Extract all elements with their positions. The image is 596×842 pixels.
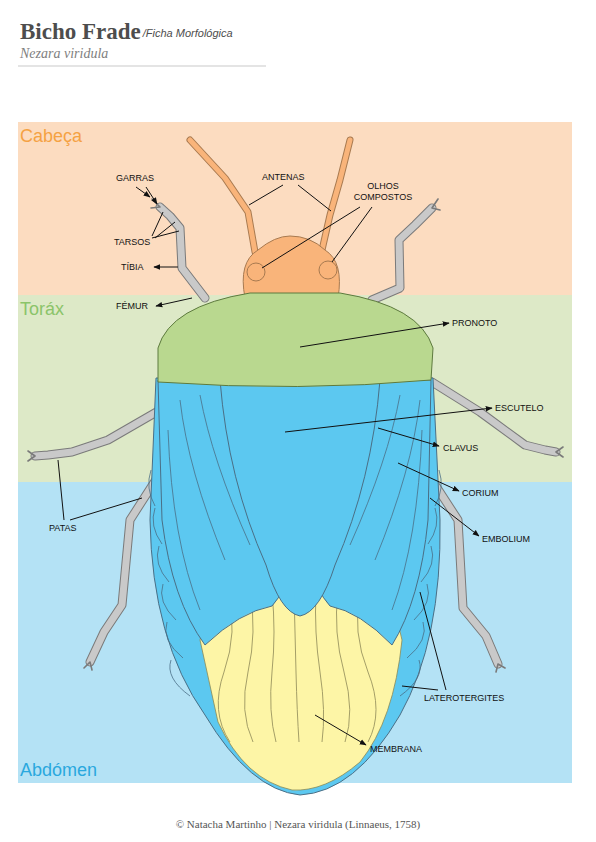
compound-eye [247, 263, 265, 281]
species-name: Nezara viridula [20, 46, 108, 63]
abdomen [150, 378, 440, 795]
part-label: GARRAS [116, 173, 154, 184]
abdomen-band: Abdómen [18, 482, 572, 783]
band-heading: Abdómen [18, 756, 99, 781]
caption: © Natacha Martinho | Nezara viridula (Li… [176, 818, 421, 831]
part-label: TÍBIA [121, 262, 144, 273]
part-label: CORIUM [462, 488, 499, 499]
head-band: Cabeça [18, 122, 572, 295]
band-heading: Cabeça [18, 122, 84, 147]
part-label: ESCUTELO [495, 403, 544, 414]
part-label: OLHOS COMPOSTOS [350, 181, 416, 203]
header-rule [18, 66, 266, 67]
part-label: PRONOTO [452, 318, 497, 329]
part-label: LATEROTERGITES [424, 693, 504, 704]
legs [28, 199, 563, 672]
leader-lines [58, 185, 492, 745]
part-label: ANTENAS [262, 172, 305, 183]
scutellum [220, 380, 380, 616]
band-heading: Toráx [18, 295, 66, 320]
part-label: MEMBRANA [370, 744, 422, 755]
title: Bicho Frade [20, 18, 141, 46]
subtitle: /Ficha Morfológica [143, 27, 233, 40]
head [243, 236, 339, 298]
pronotum [158, 293, 433, 387]
part-label: FÉMUR [116, 301, 148, 312]
part-label: TARSOS [114, 237, 150, 248]
compound-eye [319, 261, 337, 279]
part-label: PATAS [49, 523, 77, 534]
part-label: CLAVUS [443, 443, 478, 454]
wing-veins [168, 395, 422, 610]
antennae [190, 140, 350, 252]
part-label: EMBOLIUM [482, 534, 530, 545]
